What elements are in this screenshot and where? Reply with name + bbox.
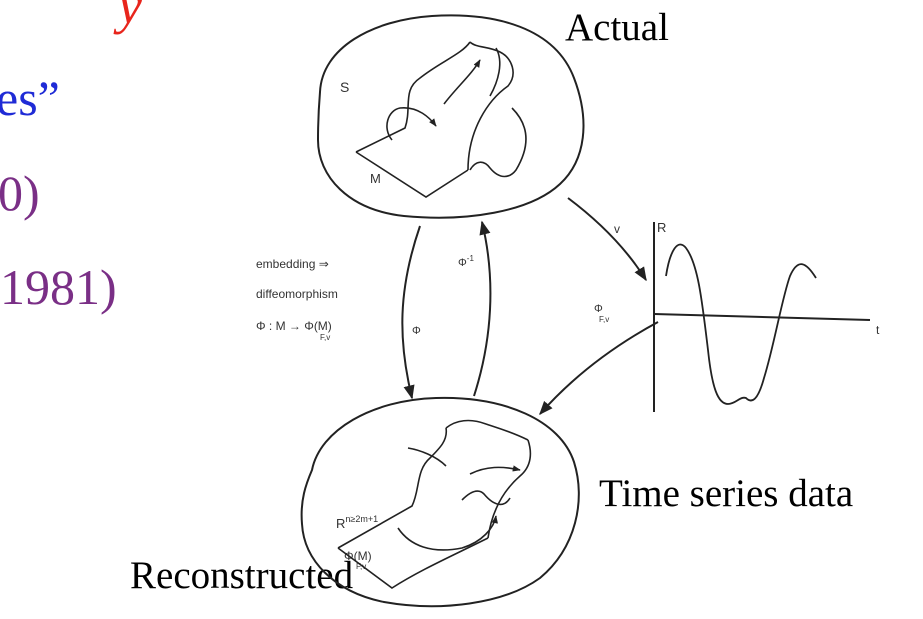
- actual-space-blob: [316, 14, 585, 219]
- space-label-s: S: [340, 79, 349, 95]
- arrow-phi-inverse: [473, 220, 492, 397]
- caption-actual: Actual: [565, 6, 669, 49]
- phi-m-subscript: F,v: [356, 562, 366, 571]
- bullet-fragment-2: 0): [0, 165, 40, 221]
- bullet-fragment-3: 1981): [0, 259, 117, 315]
- embedding-note-line1: embedding ⇒: [256, 257, 329, 271]
- label-phi-fv: Φ: [594, 303, 603, 315]
- time-series-axis-t: [653, 313, 871, 321]
- embedding-note-subscript: F,v: [320, 333, 330, 342]
- bullet-fragment-1: es”: [0, 70, 60, 126]
- arrow-v: [567, 197, 647, 282]
- label-phi: Φ: [412, 325, 421, 337]
- manifold-sheet-reconstructed: [337, 419, 532, 589]
- phi-m-label: Φ(M): [344, 549, 372, 563]
- label-phi-inverse: Φ-1: [458, 254, 474, 269]
- reconstructed-space-blob: [300, 396, 580, 608]
- manifold-label-m: M: [370, 171, 381, 186]
- embedding-note-line3: Φ : M → Φ(M): [256, 319, 332, 333]
- caption-time-series-data: Time series data: [599, 472, 854, 515]
- label-phi-fv-subscript: F,v: [599, 315, 609, 324]
- arrow-phi-fv: [539, 321, 659, 416]
- label-v: v: [614, 222, 620, 236]
- slide-title-fragment: y: [118, 0, 142, 35]
- time-series-curve: [665, 243, 817, 405]
- arrow-phi: [401, 225, 421, 400]
- embedding-note-line2: diffeomorphism: [256, 287, 338, 301]
- axis-label-t: t: [876, 323, 880, 337]
- axis-label-r: R: [657, 220, 666, 235]
- manifold-sheet-actual: [355, 41, 527, 198]
- rn-label: Rn≥2m+1: [336, 514, 378, 531]
